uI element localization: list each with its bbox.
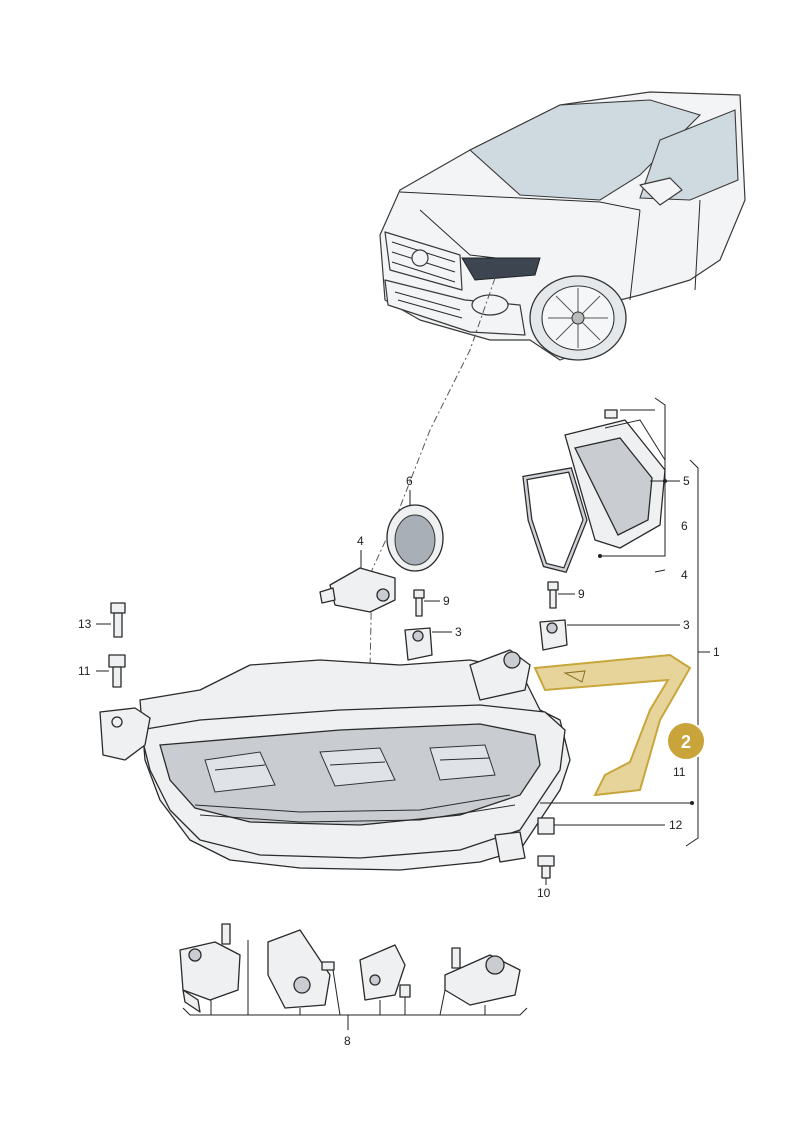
label-3-left: 3: [455, 625, 462, 639]
label-13: 13: [78, 617, 92, 631]
label-9-right: 9: [578, 587, 585, 601]
label-12: 12: [669, 818, 683, 832]
part-11-highlighted-seal: [533, 653, 692, 797]
badge-2-label: 2: [681, 732, 691, 752]
label-10: 10: [537, 886, 551, 900]
part-6-gasket: [522, 467, 588, 573]
part-5-control-unit: [564, 409, 666, 549]
label-11-right: 11: [673, 765, 686, 779]
label-5: 5: [683, 474, 690, 488]
part-8-bracket-kit: [179, 923, 521, 1013]
reference-line: [369, 277, 496, 671]
leader-lines: [96, 397, 710, 1030]
label-1: 1: [713, 645, 720, 659]
vehicle-illustration: [379, 91, 746, 361]
part-10-screw: [537, 855, 555, 879]
part-3-bracket-right: [539, 619, 568, 651]
label-9-left: 9: [443, 594, 450, 608]
label-6-left: 6: [406, 474, 413, 488]
label-3-right: 3: [683, 618, 690, 632]
headlight-assembly: [99, 649, 571, 871]
part-12-clip: [537, 817, 555, 835]
part-4-actuator: [319, 567, 396, 613]
label-8: 8: [344, 1034, 351, 1048]
label-4-left: 4: [357, 534, 364, 548]
label-11-left: 11: [78, 664, 91, 678]
part-13-bolt: [110, 602, 126, 638]
part-6-cover-cap: [386, 504, 444, 572]
part-3-bracket-left: [404, 627, 433, 661]
callout-badge-2[interactable]: 2: [666, 721, 706, 761]
part-11-bolt-left: [108, 654, 126, 688]
part-9-screw-right: [547, 581, 559, 609]
part-9-screw-left: [413, 589, 425, 617]
callout-labels: 1 3 3 4 4 5 6 6 8 9 9 10 11 11 12 13: [78, 474, 720, 1048]
label-6-right: 6: [681, 519, 688, 533]
label-4-right: 4: [681, 568, 688, 582]
